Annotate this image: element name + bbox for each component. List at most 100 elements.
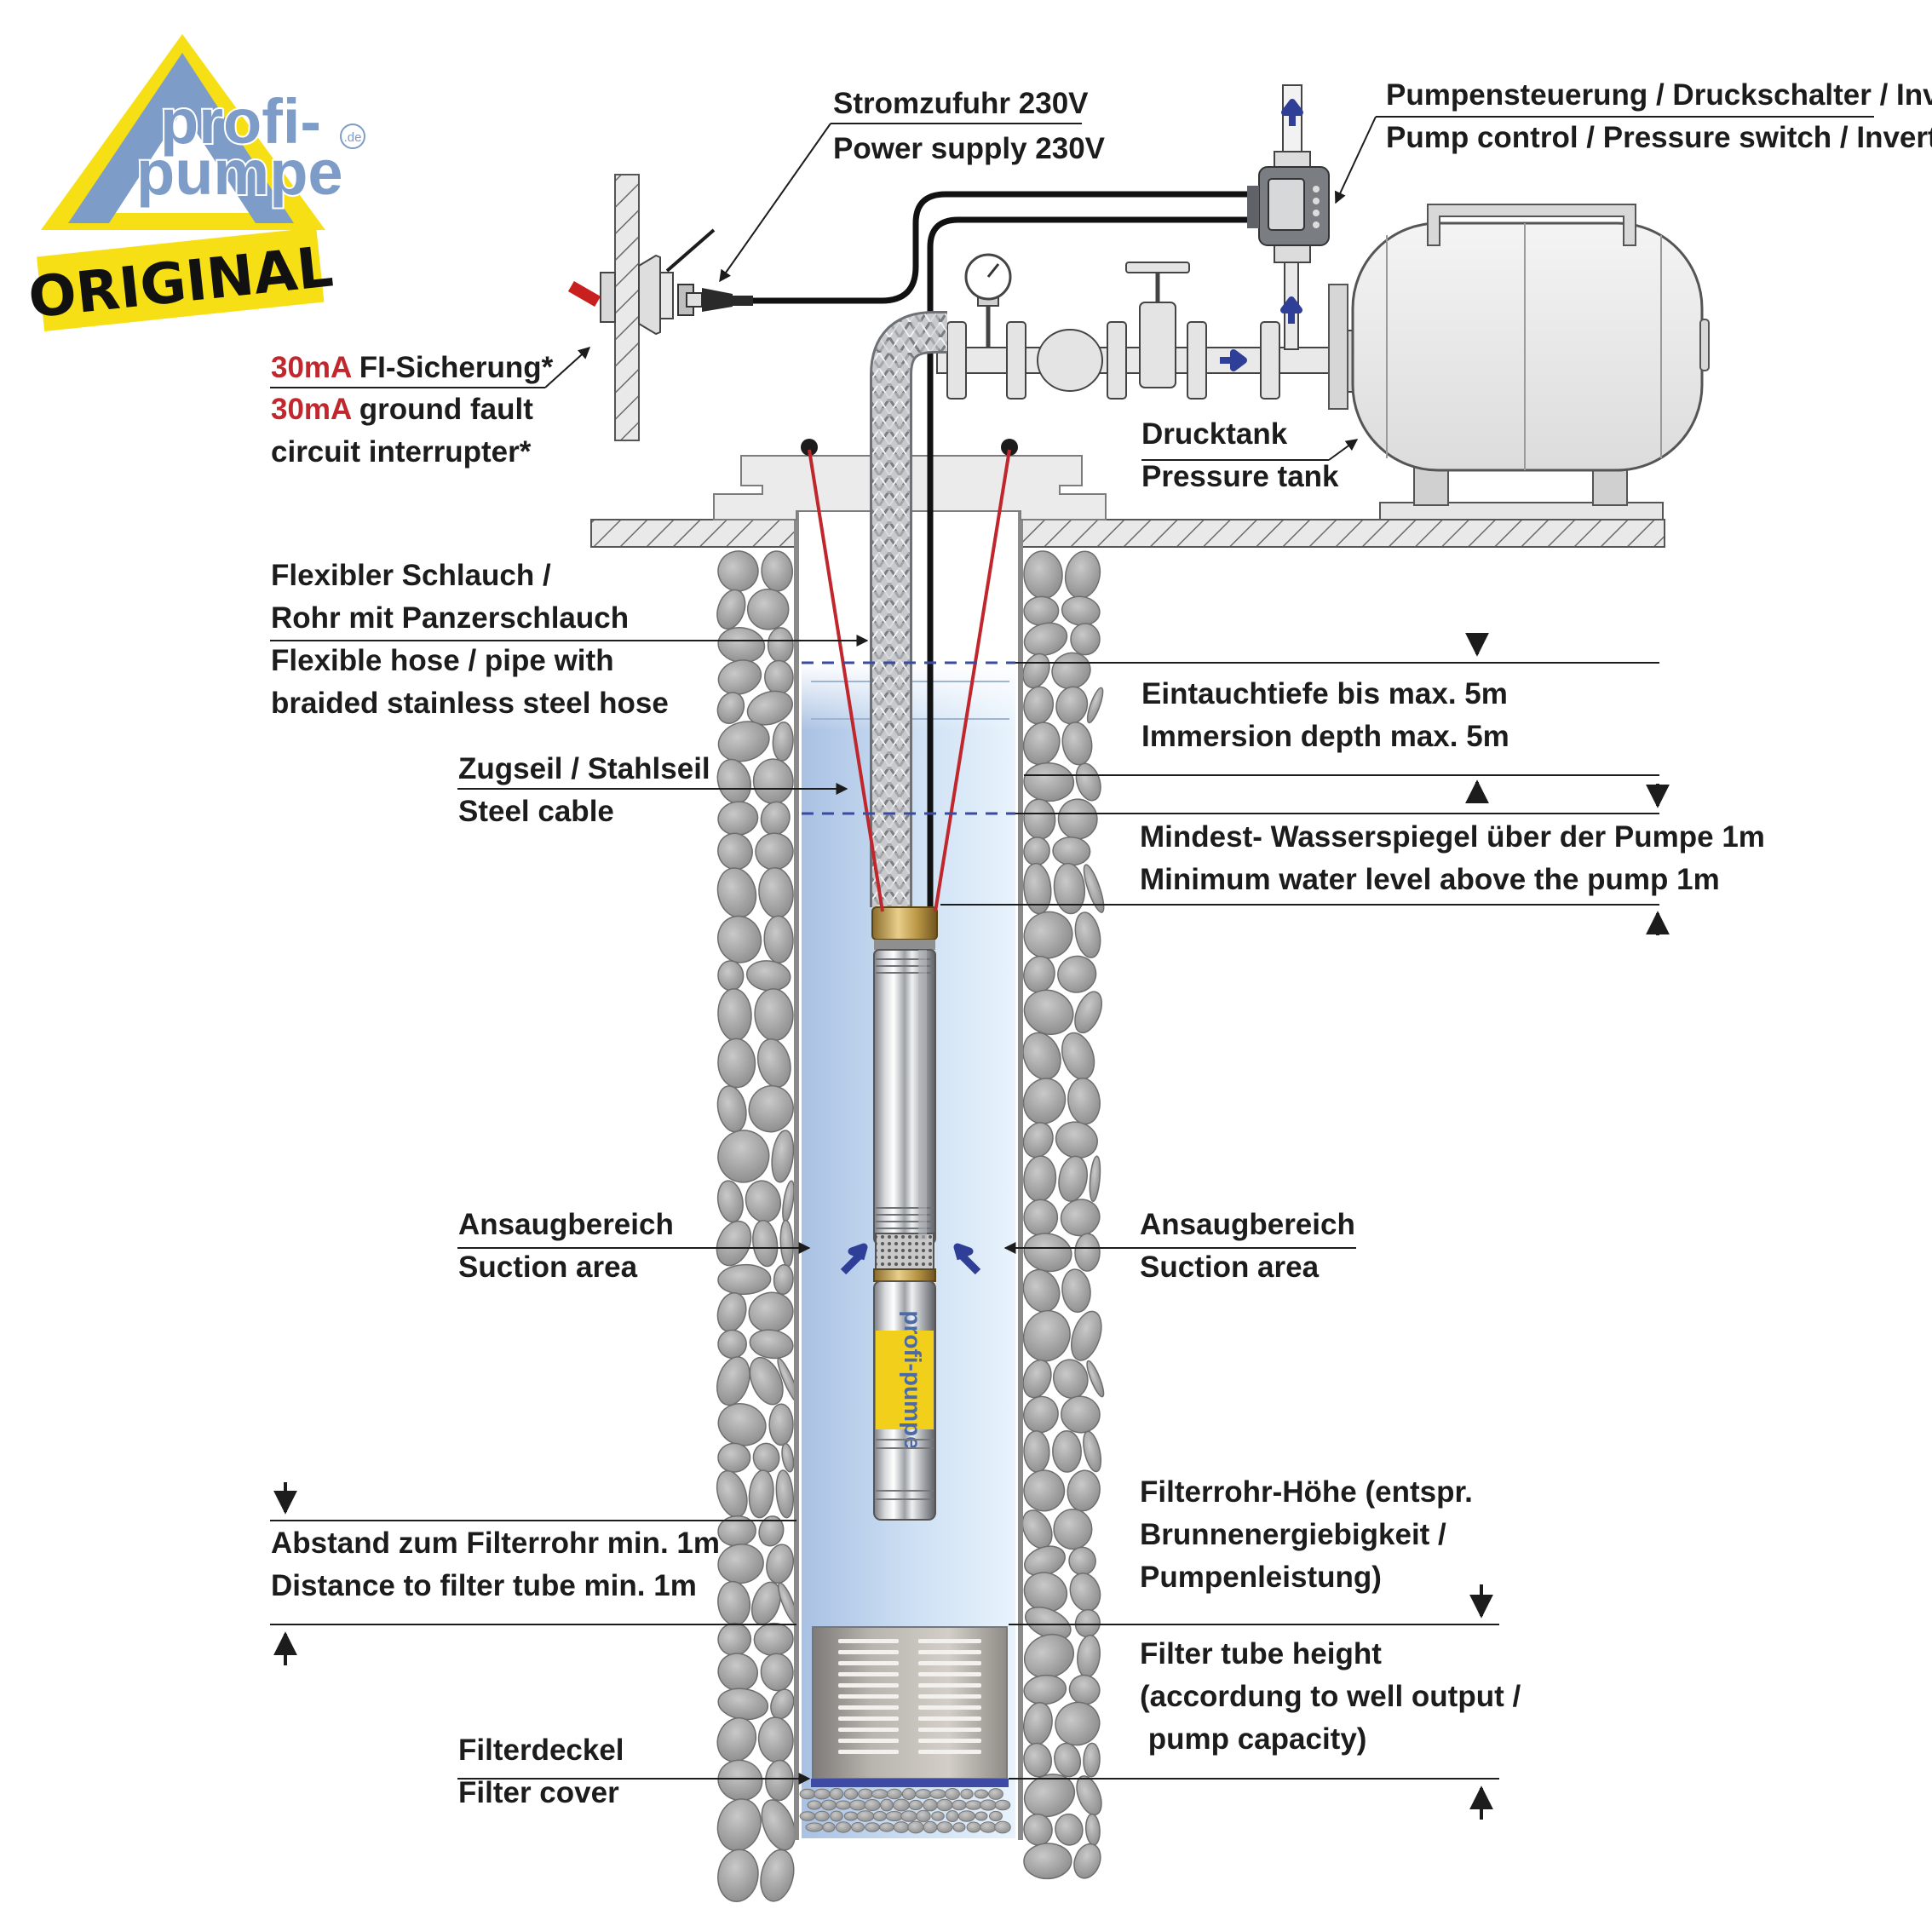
gravel-stone: [916, 1809, 931, 1823]
gravel-stone: [807, 1800, 822, 1810]
label-minlevel-de: Mindest- Wasserspiegel über der Pumpe 1m: [1140, 820, 1765, 854]
label-power-en: Power supply 230V: [833, 132, 1106, 165]
gravel-stone: [900, 1810, 917, 1822]
label-filterh-en2: (accordung to well output /: [1140, 1680, 1521, 1713]
gravel-stone: [1022, 722, 1061, 766]
gravel-stone: [1055, 1701, 1101, 1746]
gravel-stone: [799, 1811, 816, 1821]
gravel-stone: [766, 1544, 795, 1584]
gravel-stone: [957, 1810, 976, 1822]
gravel-stone: [716, 1716, 757, 1762]
filter-slot: [918, 1639, 981, 1643]
profi-pumpe-logo: profi- pumpe .de ORIGINAL: [26, 34, 365, 331]
gravel-stone: [1022, 1122, 1054, 1159]
gravel-stone: [760, 1849, 795, 1902]
label-control-en: Pump control / Pressure switch / Inverte…: [1386, 121, 1932, 154]
gravel-stone: [1023, 1233, 1072, 1273]
pressure-switch-controller: [1247, 166, 1330, 246]
gravel-stone: [1022, 1032, 1061, 1080]
gravel-stone: [1023, 1742, 1053, 1778]
gravel-stone: [843, 1811, 859, 1821]
gravel-stone: [745, 960, 791, 992]
gravel-stone: [893, 1821, 910, 1833]
gravel-stone: [1067, 1469, 1101, 1512]
filter-slot: [838, 1739, 899, 1743]
leader-lines: [270, 116, 1874, 1785]
gravel-stone: [931, 1811, 945, 1821]
gravel-stone: [1053, 1508, 1093, 1550]
gravel-stone: [1071, 1310, 1102, 1361]
label-filterh-de3: Pumpenleistung): [1140, 1561, 1382, 1594]
gravel-stone: [1022, 653, 1050, 689]
gravel-stone: [1023, 1469, 1066, 1512]
filter-slot: [918, 1705, 981, 1710]
gravel-stone: [717, 721, 770, 762]
gravel-stone: [758, 867, 794, 918]
filter-slots: [838, 1639, 981, 1754]
gravel-stone: [893, 1798, 910, 1812]
gravel-stone: [1055, 1813, 1084, 1846]
filter-slot: [838, 1716, 899, 1721]
gravel-stone: [799, 1788, 816, 1800]
gravel-stone: [936, 1798, 953, 1812]
gravel-stone: [887, 1788, 902, 1800]
gravel-stone: [843, 1788, 859, 1800]
gravel-stone: [946, 1810, 959, 1822]
gravel-stone: [716, 1180, 744, 1223]
gravel-stone: [716, 867, 757, 918]
logo-text-profi: profi-: [160, 86, 321, 157]
gravel-stone: [1023, 686, 1055, 725]
gravel-stone: [1023, 550, 1063, 600]
gravel-stone: [1061, 595, 1101, 626]
gravel-stone: [1023, 989, 1074, 1036]
pressure-gauge: [964, 253, 1012, 348]
gravel-stone: [1054, 1742, 1082, 1778]
gravel-stone: [749, 1329, 794, 1360]
label-fi: 30mA FI-Sicherung*: [271, 351, 554, 384]
label-hose-en2: braided stainless steel hose: [271, 687, 669, 720]
power-plug: [677, 284, 753, 316]
gravel-stone: [772, 721, 794, 762]
gravel-stone: [1023, 1430, 1050, 1473]
gravel-stone: [752, 1219, 779, 1268]
filter-tube: [811, 1626, 1009, 1787]
gravel-stone: [880, 1798, 894, 1812]
gravel-stone: [1023, 911, 1073, 959]
filter-slot: [918, 1650, 981, 1654]
gravel-stone: [1077, 1634, 1101, 1678]
label-hose-en1: Flexible hose / pipe with: [271, 644, 614, 677]
gravel-stone: [1089, 1155, 1101, 1202]
gravel-stone: [1055, 686, 1089, 725]
suction-arrow-right-icon: [953, 1243, 981, 1275]
label-cable-en: Steel cable: [458, 795, 614, 828]
gravel-stone: [779, 1219, 794, 1268]
label-gf-red: 30mA: [271, 393, 352, 426]
gravel-stone: [994, 1799, 1011, 1811]
filter-slot: [918, 1716, 981, 1721]
gravel-stone: [1084, 1813, 1101, 1846]
gravel-stone: [761, 550, 794, 592]
label-minlevel-en: Minimum water level above the pump 1m: [1140, 863, 1720, 896]
gravel-stone: [1024, 1633, 1074, 1679]
fi-switch-lever: [567, 280, 601, 308]
gravel-stone: [752, 758, 794, 805]
suction-arrow-left-icon: [840, 1243, 868, 1275]
gravel-stone: [858, 1788, 873, 1800]
flow-up-icon-2: [1280, 296, 1302, 324]
filter-slot: [838, 1683, 899, 1688]
gravel-stone: [975, 1811, 988, 1821]
flow-up-icon: [1281, 99, 1303, 126]
flow-arrows: [1220, 99, 1303, 371]
gravel-stone: [717, 550, 759, 592]
gravel-stone: [936, 1821, 953, 1833]
gravel-stone: [849, 1799, 866, 1811]
gravel-packing: [716, 550, 1105, 1902]
gravel-stone: [754, 988, 794, 1042]
label-suction-en-right: Suction area: [1140, 1251, 1320, 1284]
gravel-stone: [760, 801, 791, 836]
tank-handle: [1427, 204, 1636, 246]
gravel-stone: [856, 1810, 875, 1822]
label-immersion-en: Immersion depth max. 5m: [1141, 720, 1509, 753]
filter-slot: [918, 1750, 981, 1754]
gravel-stone: [865, 1822, 880, 1832]
